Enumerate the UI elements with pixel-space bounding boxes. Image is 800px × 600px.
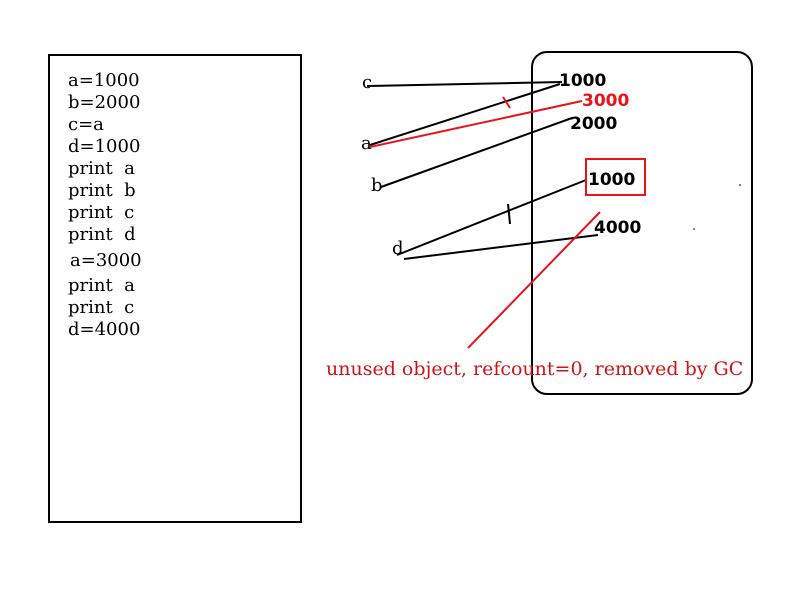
ref-line-d-cut-mark — [507, 203, 511, 225]
code-line-8: print d — [68, 224, 136, 245]
code-line-9: a=3000 — [70, 250, 142, 271]
code-line-2: b=2000 — [68, 92, 141, 113]
object-1000-unused: 1000 — [588, 170, 636, 190]
variable-a: a — [361, 133, 372, 154]
code-listing-box — [48, 54, 302, 523]
code-line-4: d=1000 — [68, 136, 141, 157]
code-line-3: c=a — [68, 114, 104, 135]
object-2000: 2000 — [570, 114, 618, 134]
code-line-6: print b — [68, 180, 136, 201]
code-line-11: print c — [68, 297, 135, 318]
object-heap-box — [531, 51, 753, 395]
variable-b: b — [371, 175, 383, 196]
object-4000: 4000 — [594, 218, 642, 238]
variable-c: c — [362, 72, 373, 93]
ref-line-a-cut-mark — [502, 96, 511, 109]
code-line-12: d=4000 — [68, 319, 141, 340]
code-line-10: print a — [68, 275, 135, 296]
gc-highlight-box — [585, 158, 646, 196]
code-line-7: print c — [68, 202, 135, 223]
object-3000: 3000 — [582, 91, 630, 111]
code-line-1: a=1000 — [68, 70, 140, 91]
object-1000: 1000 — [559, 71, 607, 91]
variable-d: d — [392, 238, 404, 259]
code-line-5: print a — [68, 158, 135, 179]
gc-annotation: unused object, refcount=0, removed by GC — [326, 358, 744, 380]
